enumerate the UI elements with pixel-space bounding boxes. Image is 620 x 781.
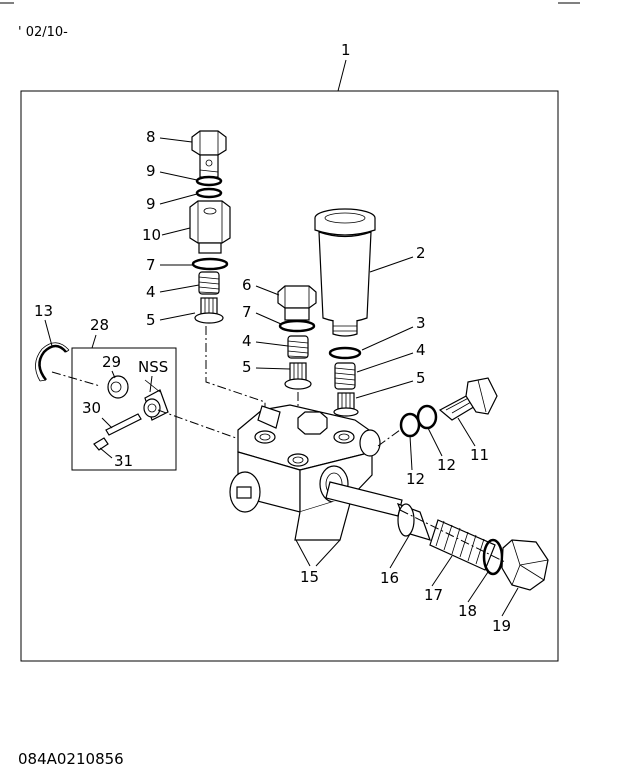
clip-part: [93, 437, 109, 451]
callout-9a: 9: [146, 162, 156, 180]
lever-part: [143, 379, 169, 421]
assembly-frame: [20, 90, 559, 662]
callout-16: 16: [380, 569, 399, 587]
callout-28: 28: [90, 316, 109, 334]
callout-17: 17: [424, 586, 443, 604]
leader-12a: [409, 435, 413, 471]
o-ring-part-3: [328, 346, 362, 360]
callout-19: 19: [492, 617, 511, 635]
washer-part-4: [399, 412, 421, 438]
leader-5b: [255, 367, 291, 370]
leader-11: [457, 417, 476, 447]
kit-frame: [71, 347, 177, 471]
leader-2: [369, 256, 414, 273]
leader-18: [467, 571, 489, 603]
banjo-bolt-part: [191, 130, 227, 178]
leader-4c: [356, 352, 414, 373]
callout-8: 8: [146, 128, 156, 146]
snap-ring-part: [35, 342, 70, 382]
leader-12b: [427, 427, 443, 457]
centerline-right: [377, 429, 401, 447]
leader-30: [101, 417, 113, 429]
spring-part-2: [287, 335, 309, 359]
centerline-lower: [399, 509, 506, 563]
callout-18: 18: [458, 602, 477, 620]
o-ring-part: [191, 257, 229, 271]
leader-16: [389, 533, 411, 569]
callout-13: 13: [34, 302, 53, 320]
callout-7b: 7: [242, 303, 252, 321]
callout-5b: 5: [242, 358, 252, 376]
callout-1: 1: [341, 41, 351, 59]
leader-19: [501, 587, 519, 617]
callout-31: 31: [114, 452, 133, 470]
piston-part: [396, 502, 431, 541]
leader-31: [99, 447, 113, 459]
callout-4b: 4: [242, 332, 252, 350]
date-code: ' 02/10-: [18, 25, 68, 40]
plug-bolt-part: [277, 285, 317, 321]
callout-15: 15: [300, 568, 319, 586]
callout-4a: 4: [146, 283, 156, 301]
leader-nss: [149, 375, 153, 393]
spring-part-3: [334, 362, 356, 390]
inlet-bolt-part: [438, 377, 498, 421]
cap-nut-part: [501, 539, 549, 591]
leader-9a: [159, 171, 198, 181]
leader-15a: [295, 539, 311, 567]
callout-nss: NSS: [138, 358, 168, 376]
leader-10: [161, 227, 191, 236]
centerline-snap-ring: [51, 371, 101, 387]
leader-5a: [159, 312, 196, 321]
callout-10: 10: [142, 226, 161, 244]
check-valve-part-2: [284, 362, 312, 390]
check-valve-part: [194, 297, 224, 324]
leader-3: [361, 326, 414, 351]
leader-1: [337, 59, 347, 92]
callout-3: 3: [416, 314, 426, 332]
callout-5a: 5: [146, 311, 156, 329]
leader-29: [111, 370, 116, 379]
leader-13: [44, 319, 53, 347]
washer-part-2: [195, 187, 223, 199]
callout-6: 6: [242, 276, 252, 294]
check-valve-part-3: [333, 392, 359, 417]
leader-4a: [159, 284, 200, 293]
leader-15b: [315, 539, 341, 567]
centerline-kit: [157, 409, 237, 439]
leader-9b: [159, 193, 198, 205]
leader-17: [431, 555, 453, 587]
washer-part-3: [416, 404, 438, 430]
callout-5c: 5: [416, 369, 426, 387]
leader-7b: [255, 312, 282, 325]
leader-5c: [355, 380, 414, 399]
pin-part: [105, 413, 142, 436]
drawing-number: 084A0210856: [18, 750, 124, 768]
leader-4b: [255, 341, 289, 347]
callout-9b: 9: [146, 195, 156, 213]
o-ring-part-2: [278, 319, 316, 333]
callout-12b: 12: [437, 456, 456, 474]
priming-pump-part: [314, 208, 376, 337]
callout-29: 29: [102, 353, 121, 371]
roller-part: [107, 375, 129, 399]
callout-11: 11: [470, 446, 489, 464]
callout-7a: 7: [146, 256, 156, 274]
callout-30: 30: [82, 399, 101, 417]
callout-12a: 12: [406, 470, 425, 488]
leader-8: [159, 137, 193, 143]
pump-body-part: [229, 404, 381, 541]
callout-4c: 4: [416, 341, 426, 359]
spring-part: [198, 271, 220, 295]
leader-6: [255, 285, 280, 296]
washer-part: [195, 175, 223, 187]
leader-28: [91, 334, 97, 349]
fitting-body-part: [189, 200, 231, 254]
callout-2: 2: [416, 244, 426, 262]
